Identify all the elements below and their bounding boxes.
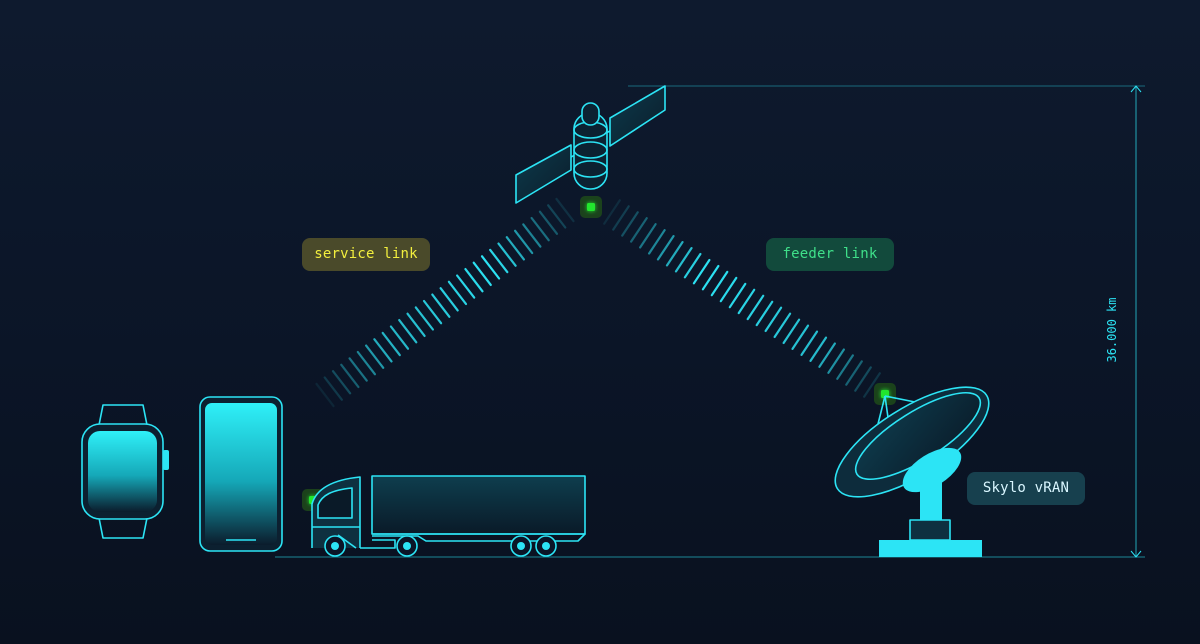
service-link-wave-dash	[489, 248, 509, 274]
feeder-link-wave-dash	[836, 354, 855, 380]
skylo-vran-label: Skylo vRAN	[967, 472, 1085, 505]
feeder-link-wave-dash	[737, 288, 756, 315]
feeder-link-wave-dash	[665, 241, 684, 267]
feeder-link-wave-dash	[647, 229, 666, 255]
feeder-link-wave-dash	[818, 342, 837, 368]
service-link-wave-dash	[422, 299, 443, 325]
feeder-link-wave-dash	[728, 282, 747, 309]
service-link-wave-dash	[365, 344, 385, 369]
feeder-link-wave-dash	[683, 252, 702, 279]
feeder-link-wave-dash	[710, 270, 729, 297]
smartphone-icon	[199, 396, 283, 552]
service-link-wave-dash	[315, 382, 335, 408]
service-link-wave-dash	[356, 350, 376, 376]
feeder-link-label: feeder link	[766, 238, 894, 271]
feeder-link-waves	[603, 199, 881, 398]
feeder-link-wave-dash	[854, 366, 872, 392]
feeder-link-wave-dash	[809, 336, 828, 362]
service-link-wave-dash	[530, 216, 550, 242]
service-link-wave-dash	[340, 363, 360, 389]
satellite-icon	[515, 85, 666, 204]
service-link-wave-dash	[497, 242, 517, 267]
feeder-link-wave-dash	[719, 276, 738, 303]
satellite-dish-icon	[834, 386, 990, 557]
feeder-link-wave-dash	[755, 300, 774, 327]
service-link-wave-dash	[398, 319, 418, 344]
altitude-dimension	[1130, 85, 1142, 558]
service-link-wave-dash	[472, 261, 492, 286]
feeder-link-wave-dash	[827, 348, 846, 374]
service-link-wave-dash	[439, 287, 459, 312]
feeder-link-wave-dash	[674, 247, 693, 273]
feeder-link-wave-dash	[629, 217, 648, 243]
truck-icon	[311, 475, 586, 557]
service-link-wave-dash	[547, 204, 567, 229]
feeder-link-wave-dash	[701, 264, 720, 291]
service-link-label: service link	[302, 238, 430, 271]
service-link-wave-dash	[414, 306, 434, 331]
service-link-wave-dash	[464, 268, 484, 293]
feeder-link-wave-dash	[621, 211, 639, 237]
feeder-link-wave-dash	[782, 318, 801, 345]
feeder-link-wave-dash	[791, 324, 810, 350]
service-link-waves	[315, 197, 575, 408]
satellite-node-indicator	[580, 196, 602, 218]
feeder-link-wave-dash	[773, 312, 792, 339]
service-link-wave-dash	[373, 338, 393, 363]
service-link-wave-dash	[447, 280, 468, 306]
feeder-link-wave-dash	[612, 205, 630, 231]
smartwatch-icon	[81, 404, 169, 539]
service-link-wave-dash	[555, 197, 575, 223]
feeder-link-wave-dash	[638, 223, 657, 249]
feeder-link-wave-dash	[764, 306, 783, 333]
service-link-wave-dash	[389, 325, 410, 350]
feeder-link-wave-dash	[656, 235, 675, 261]
feeder-link-wave-dash	[845, 360, 863, 386]
feeder-link-wave-dash	[692, 258, 711, 285]
service-link-wave-dash	[331, 370, 352, 395]
service-link-wave-dash	[431, 293, 451, 318]
service-link-wave-dash	[513, 229, 534, 255]
service-link-wave-dash	[505, 236, 526, 261]
feeder-link-wave-dash	[863, 372, 881, 398]
service-link-wave-dash	[456, 274, 476, 299]
service-link-wave-dash	[406, 312, 426, 337]
service-link-wave-dash	[381, 331, 401, 357]
feeder-link-wave-dash	[800, 330, 819, 356]
service-link-wave-dash	[538, 210, 559, 235]
service-link-wave-dash	[348, 357, 368, 382]
service-link-wave-dash	[480, 255, 501, 280]
altitude-label: 36.000 km	[1105, 297, 1119, 363]
service-link-wave-dash	[522, 223, 542, 248]
feeder-link-wave-dash	[746, 294, 765, 321]
feeder-link-wave-dash	[603, 199, 621, 225]
service-link-wave-dash	[323, 376, 343, 401]
